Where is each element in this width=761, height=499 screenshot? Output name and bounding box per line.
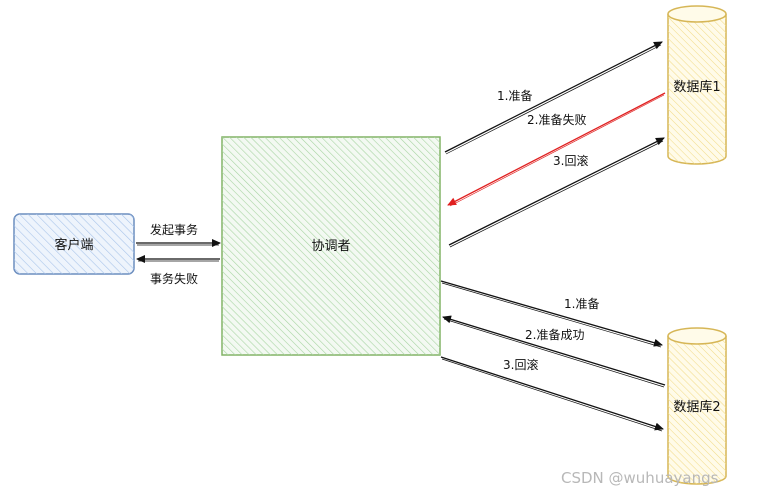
arrow-db2-prepare-success: [442, 315, 666, 388]
client-node: 客户端: [13, 213, 135, 275]
label-db2-prepare: 1.准备: [564, 297, 599, 311]
label-db2-prepare-success: 2.准备成功: [525, 328, 584, 342]
arrow-db1-rollback: [448, 137, 665, 248]
label-db1-prepare-failed: 2.准备失败: [527, 112, 586, 127]
label-start-transaction: 发起事务: [150, 222, 198, 237]
label-db2-rollback: 3.回滚: [503, 357, 538, 372]
arrow-db2-prepare: [440, 280, 663, 348]
db2-node: 数据库2: [667, 327, 727, 485]
watermark: CSDN @wuhuayangs: [561, 469, 719, 487]
arrow-db1-prepare-failed: [447, 92, 666, 207]
arrow-db2-rollback: [440, 356, 664, 432]
label-transaction-failed: 事务失败: [150, 271, 198, 286]
db1-node: 数据库1: [667, 5, 727, 165]
arrow-db1-prepare: [444, 41, 663, 155]
db2-label: 数据库2: [673, 399, 720, 415]
client-label: 客户端: [54, 237, 93, 253]
label-db1-rollback: 3.回滚: [553, 153, 588, 168]
coordinator-label: 协调者: [311, 239, 350, 254]
coordinator-node: 协调者: [221, 136, 441, 356]
label-db1-prepare: 1.准备: [497, 89, 532, 103]
arrow-coordinator-to-client: [136, 255, 220, 263]
db1-label: 数据库1: [673, 79, 720, 95]
arrow-client-to-coordinator: [136, 239, 221, 247]
